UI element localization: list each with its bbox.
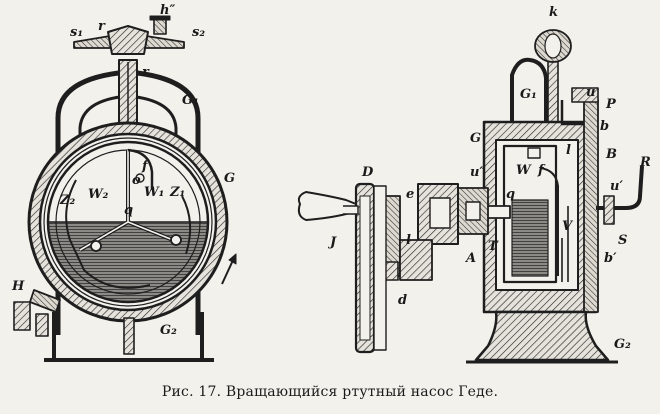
crank-R bbox=[596, 165, 644, 210]
label-r-mid: r bbox=[142, 65, 150, 80]
label-s1: s₁ bbox=[70, 25, 83, 40]
foot-G2 bbox=[474, 310, 610, 362]
left-labels: h″ s₁ r s₂ r G₁ G f o W₂ W₁ Z₂ q Z₁ H G₂ bbox=[11, 3, 235, 338]
label-b1: b′ bbox=[604, 251, 617, 266]
label-f-right: f bbox=[537, 163, 546, 178]
label-Z2: Z₂ bbox=[59, 193, 75, 208]
pump-section-view bbox=[297, 29, 644, 364]
label-T: T bbox=[488, 239, 499, 254]
label-H: H bbox=[11, 279, 25, 294]
label-G1: G₁ bbox=[182, 93, 199, 108]
label-Z1: Z₁ bbox=[169, 185, 185, 200]
label-s2: s₂ bbox=[192, 25, 205, 40]
label-G2: G₂ bbox=[160, 323, 177, 338]
drum bbox=[46, 140, 210, 304]
label-o: o bbox=[132, 173, 141, 188]
label-B: B bbox=[605, 147, 617, 162]
label-J: J bbox=[327, 235, 337, 250]
label-G: G bbox=[224, 171, 235, 186]
right-labels: k G₁ u P b G l B D u″ W f R e u′ q J V S… bbox=[327, 5, 651, 352]
label-q-right: q bbox=[506, 187, 515, 202]
label-k: k bbox=[549, 5, 558, 20]
pump-diagram: h″ s₁ r s₂ r G₁ G f o W₂ W₁ Z₂ q Z₁ H G₂ bbox=[11, 3, 651, 364]
label-l: l bbox=[566, 143, 571, 158]
label-W: W bbox=[516, 163, 532, 178]
label-V: V bbox=[562, 219, 574, 234]
base-column bbox=[123, 317, 135, 355]
label-D: D bbox=[361, 165, 374, 180]
label-u2: u″ bbox=[470, 165, 485, 180]
label-e: e bbox=[406, 187, 414, 202]
label-l2: l bbox=[406, 233, 411, 248]
label-u: u bbox=[586, 85, 595, 100]
label-P: P bbox=[605, 97, 617, 112]
label-G2-right: G₂ bbox=[614, 337, 631, 352]
label-d: d bbox=[398, 293, 407, 308]
label-q: q bbox=[124, 203, 133, 218]
figure-caption: Рис. 17. Вращающийся ртутный насос Геде. bbox=[161, 384, 499, 400]
label-b: b bbox=[600, 119, 609, 134]
label-A: A bbox=[464, 251, 476, 266]
label-f: f bbox=[141, 159, 150, 174]
label-R: R bbox=[639, 155, 651, 170]
label-u1: u′ bbox=[610, 179, 623, 194]
pump-front-view bbox=[13, 15, 237, 362]
label-W2: W₂ bbox=[88, 187, 109, 202]
label-W1: W₁ bbox=[144, 185, 164, 200]
label-h: h″ bbox=[160, 3, 175, 18]
label-G1-right: G₁ bbox=[520, 87, 537, 102]
label-S: S bbox=[618, 233, 627, 248]
label-G-right: G bbox=[470, 131, 481, 146]
label-r-top: r bbox=[98, 19, 106, 34]
